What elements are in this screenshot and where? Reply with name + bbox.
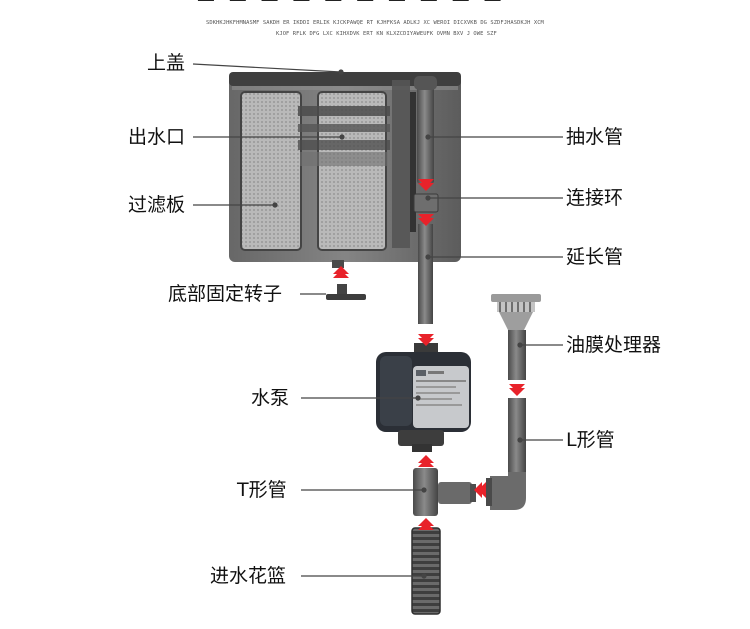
- flow-arrows: [333, 179, 525, 530]
- l-pipe: [486, 398, 526, 510]
- leader-lines: [192, 63, 563, 579]
- caption-line-2: KJOF RFLK DFG LXC KIHXDVK ERT KN KLXZCDI…: [276, 31, 497, 37]
- intake-strainer: [411, 527, 441, 615]
- label-connecting-ring: 连接环: [566, 187, 624, 209]
- label-intake-strainer: 进水花篮: [210, 565, 287, 587]
- oil-film-processor: [491, 294, 541, 380]
- label-l-pipe: L形管: [566, 429, 615, 451]
- label-top-cover: 上盖: [147, 52, 186, 74]
- caption-line-1: SDKHKJHKFHMNASMF SAKDH ER IKDDI ERLIK KJ…: [206, 20, 544, 26]
- label-filter-plate: 过滤板: [128, 194, 186, 216]
- label-water-pump: 水泵: [251, 387, 290, 409]
- label-water-outlet: 出水口: [128, 126, 186, 148]
- label-suction-pipe: 抽水管: [566, 126, 624, 148]
- label-t-pipe: T形管: [237, 479, 287, 501]
- bottom-rotor: [326, 284, 366, 300]
- t-pipe: [413, 468, 476, 516]
- label-bottom-rotor: 底部固定转子: [168, 283, 283, 305]
- title-fragment: ▬▬▬▬▬▬▬▬▬▬: [196, 0, 556, 1]
- suction-pipe-assembly: [413, 76, 439, 324]
- label-extension-pipe: 延长管: [566, 246, 624, 268]
- water-pump: [376, 343, 471, 452]
- label-oil-film-processor: 油膜处理器: [566, 334, 662, 356]
- filter-tank: [229, 72, 461, 268]
